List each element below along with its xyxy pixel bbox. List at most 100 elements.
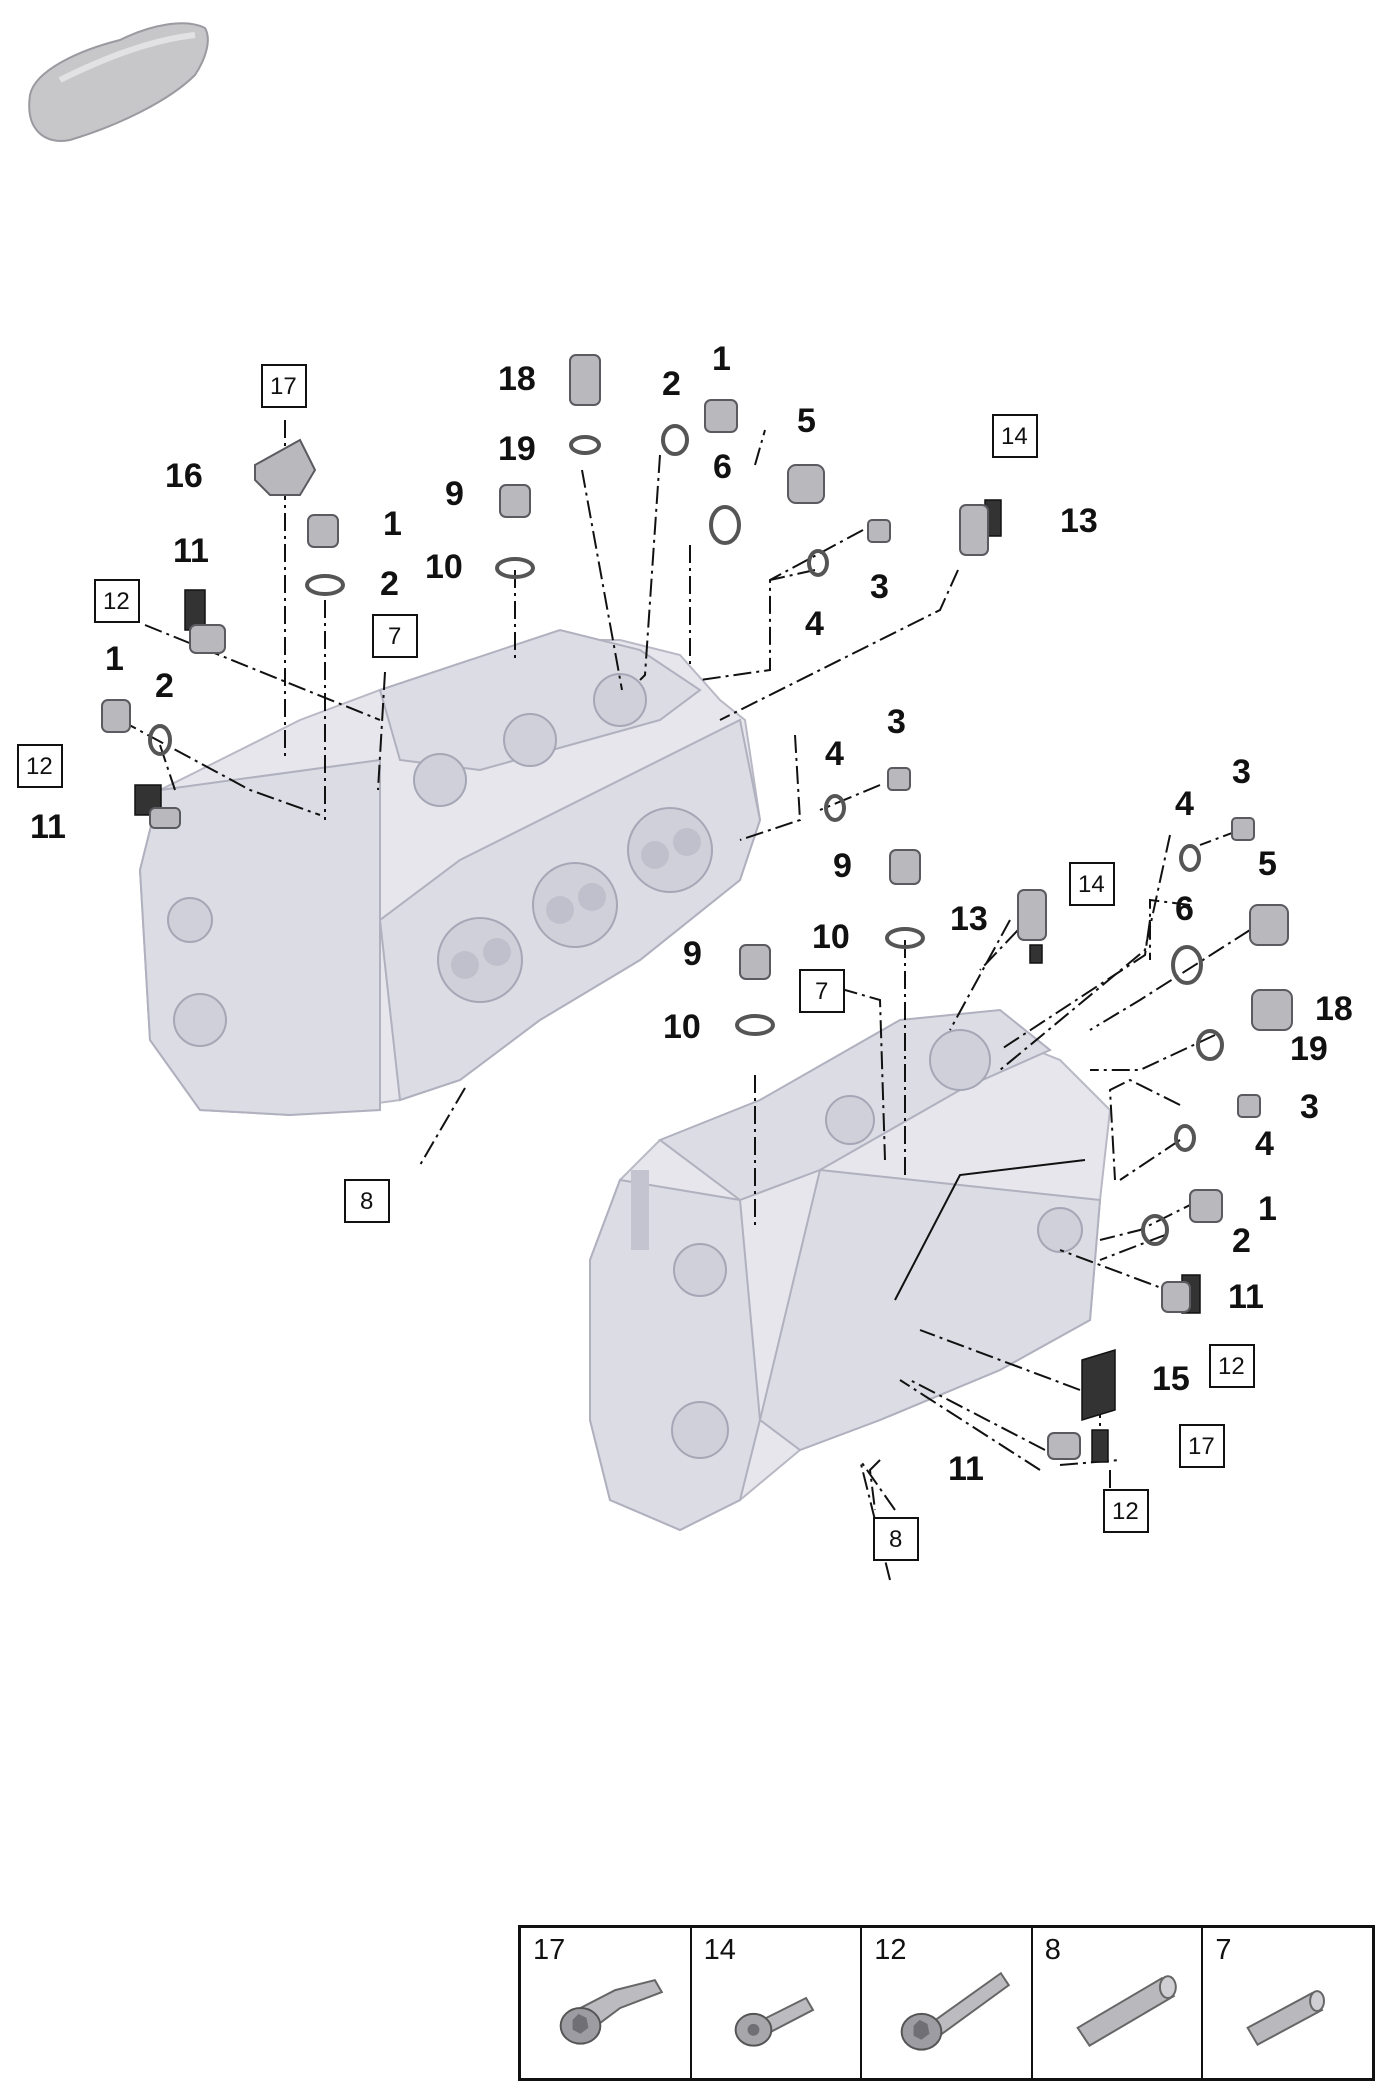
fastener-legend-table: 17 14 12 8 7	[518, 1925, 1375, 2081]
seal-ring-2-left	[148, 724, 172, 756]
legend-cell-8: 8	[1033, 1928, 1204, 2078]
callout-1-upper-left: 1	[383, 505, 402, 543]
callout-4-lower: 4	[1255, 1125, 1274, 1163]
callout-10-lower-right: 10	[812, 918, 850, 956]
legend-number: 14	[703, 1934, 736, 1966]
legend-cell-14: 14	[692, 1928, 863, 2078]
ref-box-12-left: 12	[26, 753, 53, 780]
callout-2-upper-left: 2	[380, 565, 399, 603]
seal-ring-6-lower	[1171, 945, 1203, 985]
ref-box-17-upper: 17	[270, 373, 297, 400]
sensor-13-upper	[959, 499, 1002, 556]
callout-10-lower-left: 10	[663, 1008, 701, 1046]
seal-ring-19-upper	[569, 435, 601, 455]
legend-cell-7: 7	[1203, 1928, 1372, 2078]
callout-13-lower: 13	[950, 900, 988, 938]
callout-2-left: 2	[155, 667, 174, 705]
ref-box-12-lower-right: 12	[1218, 1353, 1245, 1380]
seal-ring-4-upper	[807, 549, 829, 577]
callout-15: 15	[1152, 1360, 1190, 1398]
upper-cylinder-head	[138, 628, 762, 1117]
bracket-15	[1081, 1348, 1116, 1422]
seal-ring-2-upper-right	[661, 424, 689, 456]
legend-number: 17	[533, 1934, 566, 1966]
plug-5-lower	[1249, 904, 1289, 946]
callout-11-upper: 11	[173, 532, 209, 570]
leader-lines	[119, 420, 1251, 1581]
bracket-16	[254, 438, 317, 496]
seal-ring-6-upper	[709, 505, 741, 545]
plug-9-lower-left	[739, 944, 771, 980]
ref-box-7-lower: 7	[815, 978, 828, 1005]
seal-ring-10-lower-right	[885, 927, 925, 949]
legend-number: 8	[1044, 1934, 1061, 1966]
callout-18-upper: 18	[498, 360, 536, 398]
ref-box-8-lower: 8	[889, 1526, 902, 1553]
legend-cell-12: 12	[862, 1928, 1033, 2078]
callout-13-upper: 13	[1060, 502, 1098, 540]
callout-5-upper: 5	[797, 402, 816, 440]
long-dowel-pin-icon	[1076, 1975, 1177, 2047]
callout-10-upper: 10	[425, 548, 463, 586]
plug-1-upper-right	[704, 399, 738, 433]
ref-box-7-upper: 7	[388, 623, 401, 650]
ref-box-12-upper: 12	[103, 588, 130, 615]
plug-3-lower	[1237, 1094, 1261, 1118]
seal-ring-10-upper	[495, 557, 535, 579]
plug-1-lower	[1189, 1189, 1223, 1223]
callout-9-upper: 9	[445, 475, 464, 513]
callout-1-upper-right: 1	[712, 340, 731, 378]
plug-9-upper	[499, 484, 531, 518]
ref-box-8-upper: 8	[360, 1188, 373, 1215]
plug-3-lower-top	[1231, 817, 1255, 841]
short-dowel-pin-icon	[1246, 1990, 1326, 2046]
callout-19-lower: 19	[1290, 1030, 1328, 1068]
callout-4-lower-top: 4	[1175, 785, 1194, 823]
plug-5-upper	[787, 464, 825, 504]
callout-16: 16	[165, 457, 203, 495]
ref-box-14-lower: 14	[1078, 871, 1105, 898]
plug-9-lower-right	[889, 849, 921, 885]
callout-9-lower-right: 9	[833, 847, 852, 885]
legend-cell-17: 17	[521, 1928, 692, 2078]
ref-box-14-upper: 14	[1001, 423, 1028, 450]
seal-ring-10-lower-left	[735, 1014, 775, 1036]
seal-ring-2-upper-left	[305, 574, 345, 596]
seal-ring-4-lower	[1174, 1124, 1196, 1152]
sensor-11-upper	[184, 589, 226, 654]
plug-3-mid	[887, 767, 911, 791]
callout-11-lower-bottom: 11	[948, 1450, 984, 1488]
callout-4-upper: 4	[805, 605, 824, 643]
callout-3-lower: 3	[1300, 1088, 1319, 1126]
sensor-11-lower-right	[1161, 1274, 1201, 1314]
callout-labels: 18 19 9 10 16 1 2 11 1 2 11 2 1 5 6 3 4 …	[30, 340, 1353, 1488]
callout-3-mid: 3	[887, 703, 906, 741]
callout-11-left: 11	[30, 808, 66, 846]
sensor-11-left	[134, 784, 181, 829]
callout-11-lower-right: 11	[1228, 1278, 1264, 1316]
sensor-13-lower	[1017, 889, 1047, 964]
callout-18-lower: 18	[1315, 990, 1353, 1028]
seal-ring-19-lower	[1196, 1029, 1224, 1061]
plug-1-left	[101, 699, 131, 733]
callout-6-upper: 6	[713, 448, 732, 486]
callout-2-lower: 2	[1232, 1222, 1251, 1260]
callout-9-lower-left: 9	[683, 935, 702, 973]
callout-2-upper-right: 2	[662, 365, 681, 403]
sensor-11-lower-bottom	[1047, 1429, 1109, 1463]
ref-box-17-lower: 17	[1188, 1433, 1215, 1460]
callout-19-upper: 19	[498, 430, 536, 468]
reference-boxes: 17 14 12 7 12 8 14 7 12 17 12 8	[17, 364, 1255, 1561]
seal-ring-4-mid	[824, 794, 846, 822]
ref-box-12-lower-bottom: 12	[1112, 1498, 1139, 1525]
long-torx-bolt-icon	[900, 1971, 1011, 2051]
fitting-18-upper	[569, 354, 601, 406]
callout-1-lower: 1	[1258, 1190, 1277, 1228]
callout-4-mid: 4	[825, 735, 844, 773]
plug-1-upper-left	[307, 514, 339, 548]
lower-cylinder-head	[589, 1008, 1112, 1532]
fitting-18-lower	[1251, 989, 1293, 1031]
vehicle-thumbnail-icon	[28, 22, 209, 142]
callout-1-left: 1	[105, 640, 124, 678]
